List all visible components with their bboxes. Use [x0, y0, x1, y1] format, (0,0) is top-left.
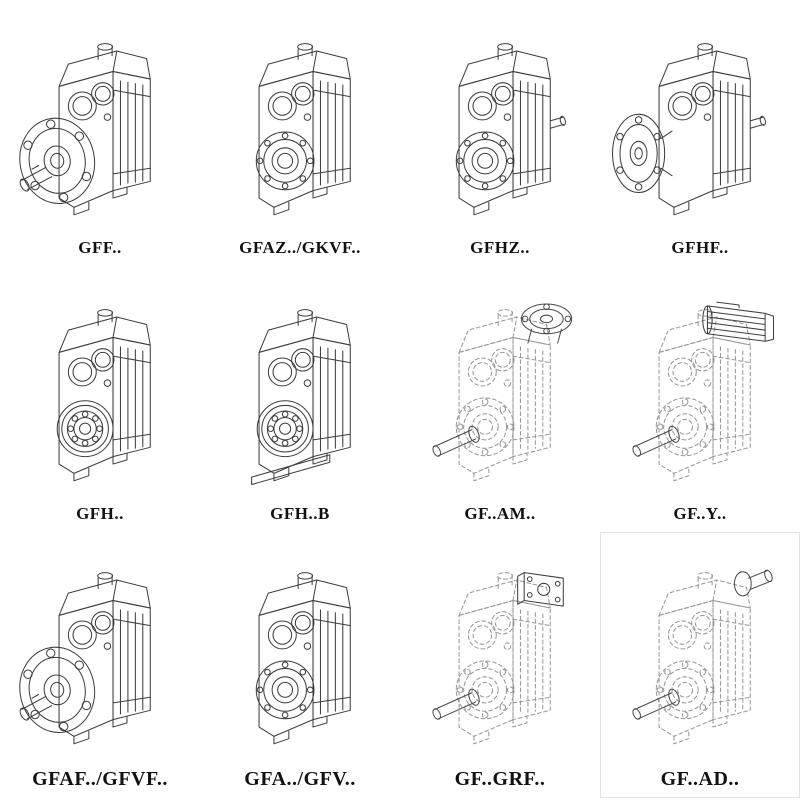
- bore-part: [255, 660, 315, 720]
- bore-part: [455, 397, 515, 457]
- topcircles-part: [667, 611, 715, 650]
- body-part: [658, 309, 751, 482]
- catalog-item: GF..GRF..: [400, 532, 600, 798]
- gearbox-drawing-hollow-bore-stub: [455, 43, 567, 216]
- gearbox-drawing-hollow-bore: [255, 572, 351, 745]
- gearbox-drawing-bearing-bore: [56, 309, 151, 482]
- body-part: [258, 572, 351, 745]
- catalog-item: GFH..B: [200, 266, 400, 532]
- catalog-item: GFHZ..: [400, 0, 600, 266]
- base-part: [251, 454, 331, 486]
- model-label: GF..AM..: [464, 504, 536, 524]
- body-part: [658, 572, 751, 745]
- topcircles-part: [67, 611, 115, 650]
- model-label: GFA../GFV..: [244, 768, 356, 790]
- topcircles-part: [667, 348, 715, 388]
- topcircles-part: [67, 82, 115, 122]
- gearbox-drawing-flange-shaft: [12, 572, 151, 745]
- catalog-item: GF..AD..: [600, 532, 800, 798]
- gearbox-drawing-motor-flange: [430, 303, 573, 482]
- gearbox-drawing-side-flange: [612, 43, 767, 216]
- catalog-item: GF..Y..: [600, 266, 800, 532]
- top-flange-part: [520, 303, 573, 344]
- bore-part: [655, 660, 715, 720]
- bearing-part: [256, 400, 314, 458]
- model-label: GFAF../GFVF..: [32, 768, 168, 790]
- side-flange-part: [612, 114, 673, 194]
- topcircles-part: [67, 348, 115, 388]
- in-shaft-part: [733, 568, 775, 597]
- model-label: GF..AD..: [660, 768, 740, 790]
- model-label: GFAZ../GKVF..: [239, 238, 361, 258]
- catalog-item: GFHF..: [600, 0, 800, 266]
- body-part: [258, 43, 351, 216]
- topcircles-part: [267, 348, 315, 388]
- bore-part: [455, 660, 515, 720]
- body-part: [458, 43, 551, 216]
- catalog-item: GFF..: [0, 0, 200, 266]
- body-part: [458, 309, 551, 482]
- body-part: [58, 309, 151, 482]
- stub-part: [549, 115, 567, 130]
- body-part: [658, 43, 751, 216]
- model-label: GF..Y..: [673, 504, 727, 524]
- adapter-part: [517, 572, 564, 607]
- catalog-item: GFAF../GFVF..: [0, 532, 200, 798]
- model-label: GF..GRF..: [454, 768, 546, 790]
- topcircles-part: [267, 82, 315, 122]
- stub-part: [749, 115, 767, 130]
- flange-shaft-part: [12, 112, 102, 211]
- catalog-item: GF..AM..: [400, 266, 600, 532]
- body-part: [458, 572, 551, 745]
- topcircles-part: [467, 348, 515, 388]
- bore-part: [655, 397, 715, 457]
- topcircles-part: [467, 611, 515, 650]
- gearbox-drawing-flange-shaft: [12, 43, 151, 216]
- gearbox-drawing-bearing-bore-base: [251, 309, 351, 486]
- gearbox-drawing-hollow-bore: [255, 43, 351, 216]
- gearbox-drawing-with-adapter: [430, 572, 564, 745]
- bearing-part: [56, 400, 114, 458]
- bore-part: [455, 131, 515, 191]
- flange-shaft-part: [12, 640, 102, 739]
- model-label: GFHZ..: [470, 238, 530, 258]
- gearbox-drawing-input-shaft-adapter: [630, 568, 775, 745]
- model-label: GFHF..: [671, 238, 729, 258]
- catalog-item: GFA../GFV..: [200, 532, 400, 798]
- model-label: GFH..B: [270, 504, 330, 524]
- model-label: GFH..: [76, 504, 124, 524]
- topcircles-part: [467, 82, 515, 122]
- model-label: GFF..: [78, 238, 122, 258]
- catalog-item: GFH..: [0, 266, 200, 532]
- bore-part: [255, 131, 315, 191]
- topcircles-part: [667, 82, 715, 122]
- catalog-item: GFAZ../GKVF..: [200, 0, 400, 266]
- topcircles-part: [267, 611, 315, 650]
- body-part: [258, 309, 351, 482]
- gearbox-drawing-with-motor: [630, 301, 775, 482]
